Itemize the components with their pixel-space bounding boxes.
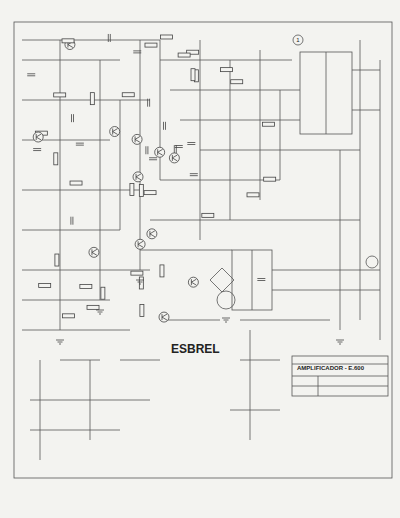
- component-symbol: [140, 304, 144, 316]
- component-symbol: [62, 314, 74, 318]
- component-symbol: [169, 153, 179, 163]
- sheet-border: [14, 22, 392, 478]
- callout-circle: [293, 35, 303, 45]
- ground-symbol: [336, 340, 344, 344]
- component-symbol: [257, 279, 265, 281]
- ground-symbol: [136, 280, 144, 284]
- component-symbol: [178, 53, 190, 57]
- component-symbol: [71, 217, 73, 225]
- component-symbol: [62, 39, 74, 43]
- component-symbol: [147, 229, 157, 239]
- ground-symbol: [96, 310, 104, 314]
- component-symbol: [72, 114, 74, 122]
- component-symbol: [231, 80, 243, 84]
- component-symbol: [108, 34, 110, 42]
- component-symbol: [155, 147, 165, 157]
- component-symbol: [163, 122, 165, 130]
- component-symbol: [263, 122, 275, 126]
- component-symbol: [110, 127, 120, 137]
- component-symbol: [135, 239, 145, 249]
- component-symbol: [130, 184, 134, 196]
- component-symbol: [247, 193, 259, 197]
- component-symbol: [146, 146, 148, 154]
- component-symbol: [101, 287, 105, 299]
- component-symbol: [160, 265, 164, 277]
- component-symbol: [54, 93, 66, 97]
- transformer: [300, 52, 352, 134]
- component-symbol: [148, 99, 150, 107]
- title-text: AMPLIFICADOR - E.600: [296, 365, 365, 372]
- component-symbol: [33, 132, 43, 142]
- brand-name: ESBREL: [170, 343, 221, 356]
- component-symbol: [55, 254, 59, 266]
- component-symbol: [76, 143, 84, 145]
- component-symbol: [221, 68, 233, 72]
- component-symbol: [149, 158, 157, 160]
- component-symbol: [89, 247, 99, 257]
- ground-symbol: [56, 340, 64, 344]
- component-symbol: [87, 305, 99, 309]
- component-symbol: [133, 172, 143, 182]
- component-symbol: [54, 153, 58, 165]
- title-block: [292, 356, 388, 396]
- component-symbol: [190, 174, 198, 176]
- component-symbol: [132, 134, 142, 144]
- component-symbol: [187, 143, 195, 145]
- component-symbol: [90, 93, 94, 105]
- component-symbol: [202, 213, 214, 217]
- component-symbol: [160, 35, 172, 39]
- component-symbol: [27, 74, 35, 76]
- component-symbol: [139, 184, 143, 196]
- component-symbol: [144, 191, 156, 195]
- component-symbol: [159, 312, 169, 322]
- component-symbol: [145, 43, 157, 47]
- component-symbol: [175, 146, 183, 148]
- component-symbol: [80, 284, 92, 288]
- component-symbol: [33, 149, 41, 151]
- callout-number: 1: [295, 37, 300, 44]
- ground-symbol: [222, 318, 230, 322]
- component-symbol: [122, 93, 134, 97]
- component-symbol: [174, 145, 176, 153]
- component-symbol: [131, 271, 143, 275]
- component-symbol: [70, 181, 82, 185]
- component-symbol: [188, 277, 198, 287]
- component-symbol: [133, 51, 141, 53]
- power-transformer: [232, 250, 272, 310]
- component-symbol: [39, 284, 51, 288]
- component-symbol: [264, 177, 276, 181]
- component-symbol: [191, 69, 195, 81]
- component-symbol: [139, 277, 143, 289]
